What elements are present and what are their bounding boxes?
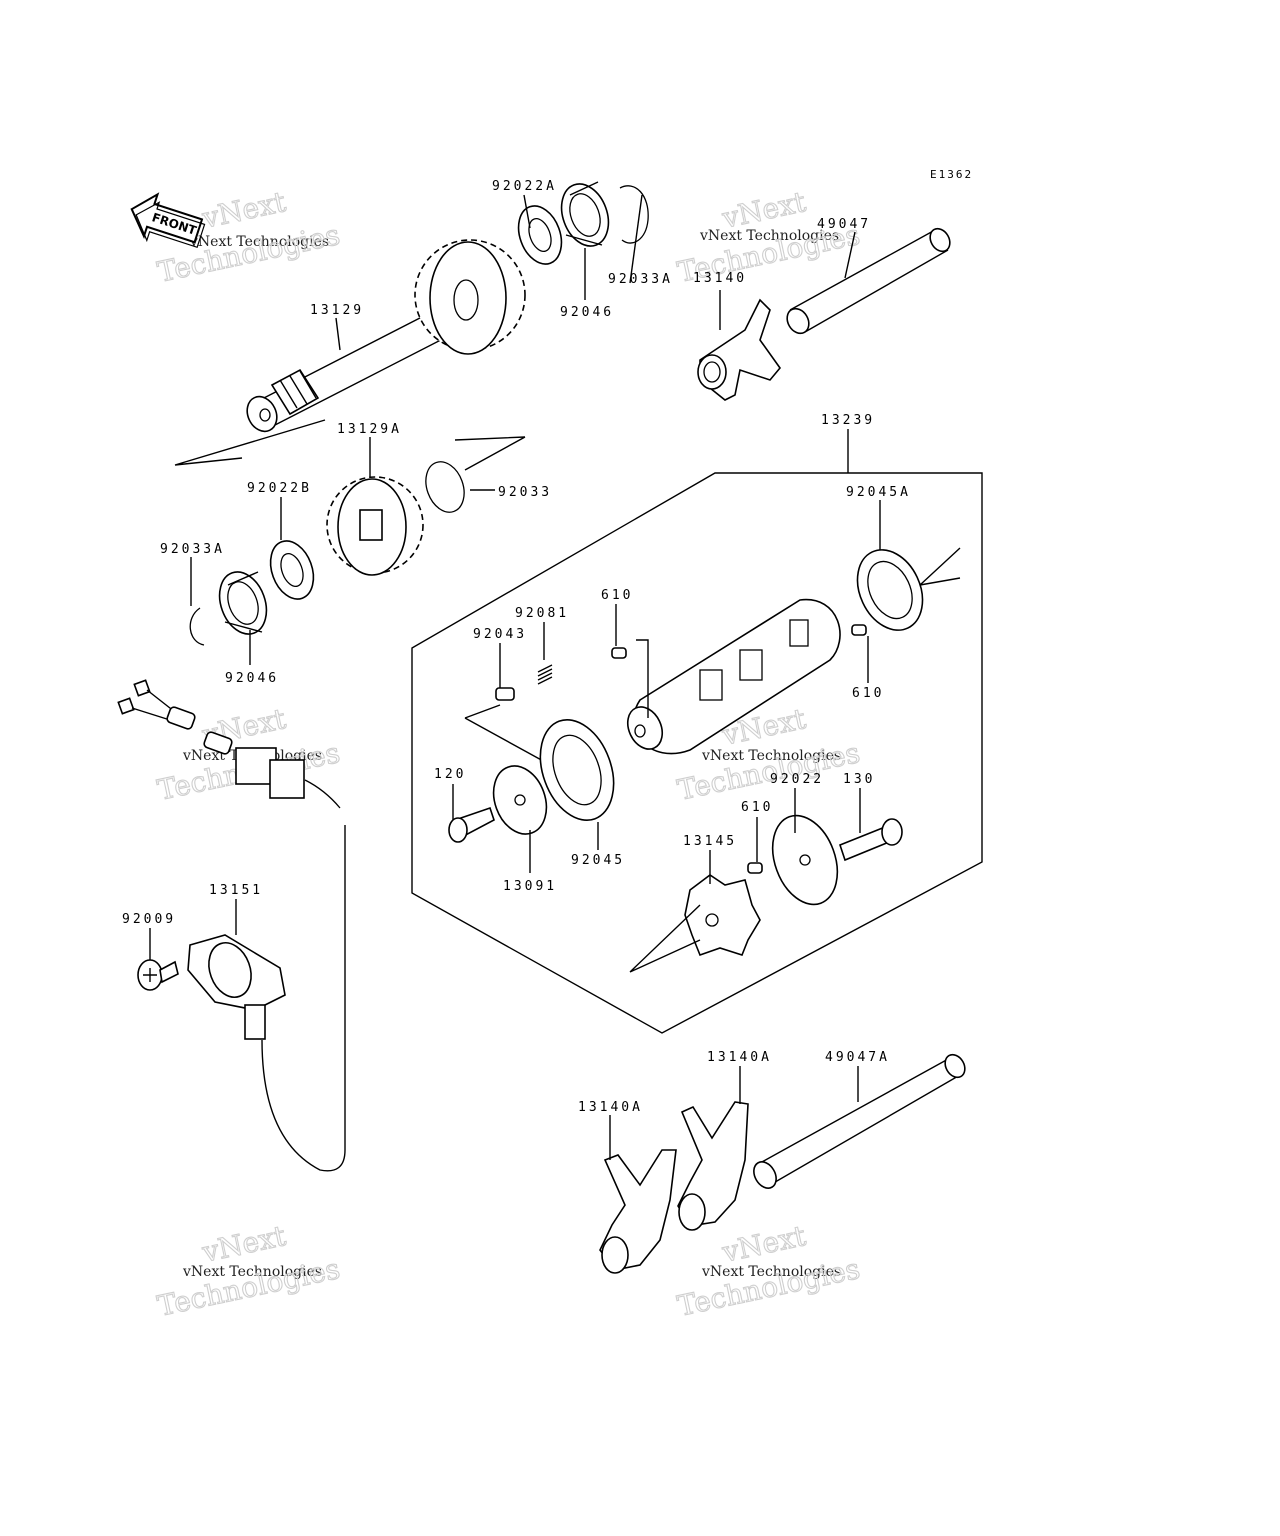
drum-assembly-box — [411, 472, 983, 1034]
watermark-text: vNext Technologies — [701, 1264, 841, 1280]
diagram-code: E1362 — [930, 168, 973, 181]
watermark-group-5: vNext vNext Technologies Technologies — [154, 1218, 343, 1323]
label-92022B: 92022B — [247, 481, 312, 496]
pin-610-c — [747, 862, 763, 874]
label-130: 130 — [843, 772, 875, 787]
circlip-92033 — [425, 461, 465, 513]
label-610-b: 610 — [852, 686, 884, 701]
fork-13140A-b — [677, 1101, 749, 1231]
watermark-group-2: vNext vNext Technologies Technologies — [674, 184, 863, 289]
label-610-a: 610 — [601, 588, 633, 603]
label-92046-left: 92046 — [225, 671, 279, 686]
label-92033A-top: 92033A — [608, 272, 673, 287]
shift-drum — [626, 599, 841, 755]
bolt-120 — [448, 806, 495, 843]
fork-13140 — [697, 298, 782, 401]
watermark-text: vNext Technologies — [699, 228, 839, 244]
label-92022: 92022 — [770, 772, 824, 787]
holder-13151 — [187, 934, 286, 1040]
watermark-vnext: vNext — [719, 1219, 810, 1269]
label-92022A: 92022A — [492, 179, 557, 194]
label-92033A-left: 92033A — [160, 542, 225, 557]
watermark-text: vNext Technologies — [701, 748, 841, 764]
neutral-switch-wiring — [117, 679, 346, 1172]
label-92081: 92081 — [515, 606, 569, 621]
washer-92022 — [771, 814, 839, 906]
label-13145: 13145 — [683, 834, 737, 849]
label-13129: 13129 — [310, 303, 364, 318]
screw-92009 — [137, 959, 179, 991]
watermark-vnext: vNext — [199, 1219, 290, 1269]
label-49047: 49047 — [817, 217, 871, 232]
bearing-92045A — [856, 547, 961, 631]
watermark-vnext: vNext — [199, 185, 290, 235]
rod-49047 — [786, 227, 951, 335]
bolt-130 — [839, 818, 903, 862]
label-13140A-b: 13140A — [707, 1050, 772, 1065]
label-92046-top: 92046 — [560, 305, 614, 320]
pin-610-b — [851, 624, 867, 636]
bearing-92046-top — [560, 181, 610, 247]
circlip-92033A-top — [619, 185, 649, 244]
label-13129A: 13129A — [337, 422, 402, 437]
label-92045: 92045 — [571, 853, 625, 868]
watermark-tech: Technologies — [675, 736, 863, 807]
label-13140A-a: 13140A — [578, 1100, 643, 1115]
part-labels: 92022A 92033A 92046 49047 13140 13129 13… — [122, 179, 911, 1115]
spring-92081 — [537, 664, 553, 685]
shaft-13129 — [174, 239, 526, 466]
leader-lines — [149, 194, 881, 1160]
label-92033: 92033 — [498, 485, 552, 500]
label-13151: 13151 — [209, 883, 263, 898]
cam-13091 — [492, 765, 548, 835]
watermark-tech: Technologies — [155, 1252, 343, 1323]
fork-13140A-a — [599, 1149, 677, 1274]
label-92043: 92043 — [473, 627, 527, 642]
label-49047A: 49047A — [825, 1050, 890, 1065]
bearing-92046-left — [218, 571, 268, 635]
washer-92022A — [517, 205, 563, 265]
watermark-text: vNext Technologies — [182, 1264, 322, 1280]
label-92009: 92009 — [122, 912, 176, 927]
rod-49047A — [753, 1053, 966, 1189]
circlip-92033A-left — [189, 607, 205, 646]
watermark-group-6: vNext vNext Technologies Technologies — [674, 1218, 863, 1323]
label-13239: 13239 — [821, 413, 875, 428]
star-13145 — [629, 874, 761, 973]
pin-92043 — [464, 687, 546, 763]
washer-92022B — [269, 540, 315, 600]
gear-13129A — [326, 436, 526, 576]
watermark-tech: Technologies — [675, 1252, 863, 1323]
watermark-text: vNext Technologies — [189, 234, 329, 250]
label-92045A: 92045A — [846, 485, 911, 500]
label-120: 120 — [434, 767, 466, 782]
label-13091: 13091 — [503, 879, 557, 894]
bearing-92045 — [539, 718, 615, 822]
label-13140: 13140 — [693, 271, 747, 286]
label-610-c: 610 — [741, 800, 773, 815]
pin-610-a — [611, 647, 627, 659]
